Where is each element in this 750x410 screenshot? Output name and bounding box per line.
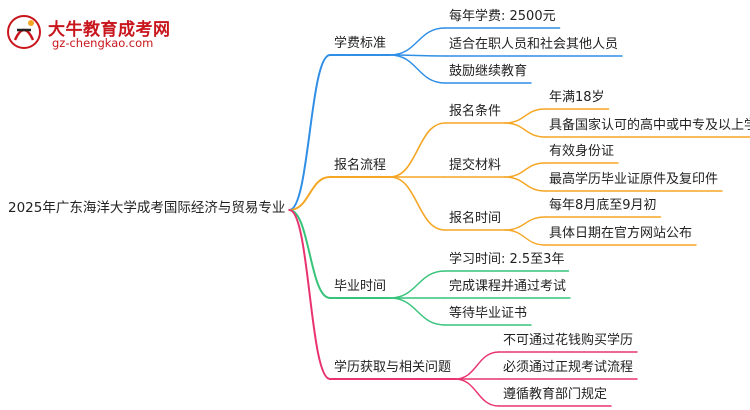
brand-name: 大牛教育成考网: [48, 20, 171, 40]
branch-graduation: 毕业时间: [334, 279, 387, 294]
leaf-tuition-fee: 每年学费: 2500元: [449, 9, 556, 24]
n-b0l0-connector: [389, 27, 446, 56]
leaf-reg-period: 每年8月底至9月初: [549, 198, 657, 213]
branch-degree-issues: 学历获取与相关问题: [334, 360, 452, 375]
branch-2-connector: [288, 209, 331, 299]
leaf-await-certificate: 等待毕业证书: [449, 306, 528, 321]
leaf-follow-rules: 遵循教育部门规定: [503, 387, 608, 402]
leaf-study-duration: 学习时间: 2.5至3年: [449, 252, 565, 267]
n-b1g1l1-connector: [504, 176, 546, 192]
n-b1g1l0-connector: [504, 162, 546, 178]
n-b2l2-connector: [389, 297, 446, 326]
n-b3l2-connector: [454, 378, 500, 407]
n-b1g2l0-connector: [504, 216, 546, 231]
group-materials: 提交材料: [449, 158, 502, 173]
branch-3-connector: [288, 209, 331, 380]
branch-0-connector: [288, 54, 331, 211]
branch-tuition: 学费标准: [334, 36, 387, 51]
leaf-suitable-for: 适合在职人员和社会其他人员: [449, 37, 619, 52]
n-b1g2l1-connector: [504, 229, 546, 246]
n-b2l0-connector: [389, 270, 446, 299]
branch-1-connector: [288, 176, 331, 211]
brand-logo-icon: [6, 14, 42, 50]
n-b3l0-connector: [454, 351, 500, 380]
group-schedule: 报名时间: [449, 211, 502, 226]
n-b1g0l0-connector: [504, 108, 546, 124]
n-b0l2-connector: [389, 54, 446, 84]
leaf-education-level: 具备国家认可的高中或中专及以上学历: [549, 118, 750, 133]
leaf-continuing-edu: 鼓励继续教育: [449, 64, 528, 79]
mindmap-root: 2025年广东海洋大学成考国际经济与贸易专业: [8, 200, 286, 216]
brand-url: gz-chengkao.com: [52, 36, 154, 50]
leaf-formal-exam: 必须通过正规考试流程: [503, 360, 634, 375]
leaf-diploma: 最高学历毕业证原件及复印件: [549, 172, 719, 187]
leaf-id-card: 有效身份证: [549, 144, 615, 159]
leaf-complete-courses: 完成课程并通过考试: [449, 279, 567, 294]
leaf-age: 年满18岁: [549, 90, 605, 105]
n-b1g0l1-connector: [504, 122, 546, 138]
leaf-reg-announcement: 具体日期在官方网站公布: [549, 226, 693, 241]
leaf-no-buying: 不可通过花钱购买学历: [503, 333, 634, 348]
n-b1g2-connector: [389, 176, 446, 231]
group-requirements: 报名条件: [449, 104, 502, 119]
branch-registration: 报名流程: [334, 158, 387, 173]
n-b1g0-connector: [389, 122, 446, 178]
